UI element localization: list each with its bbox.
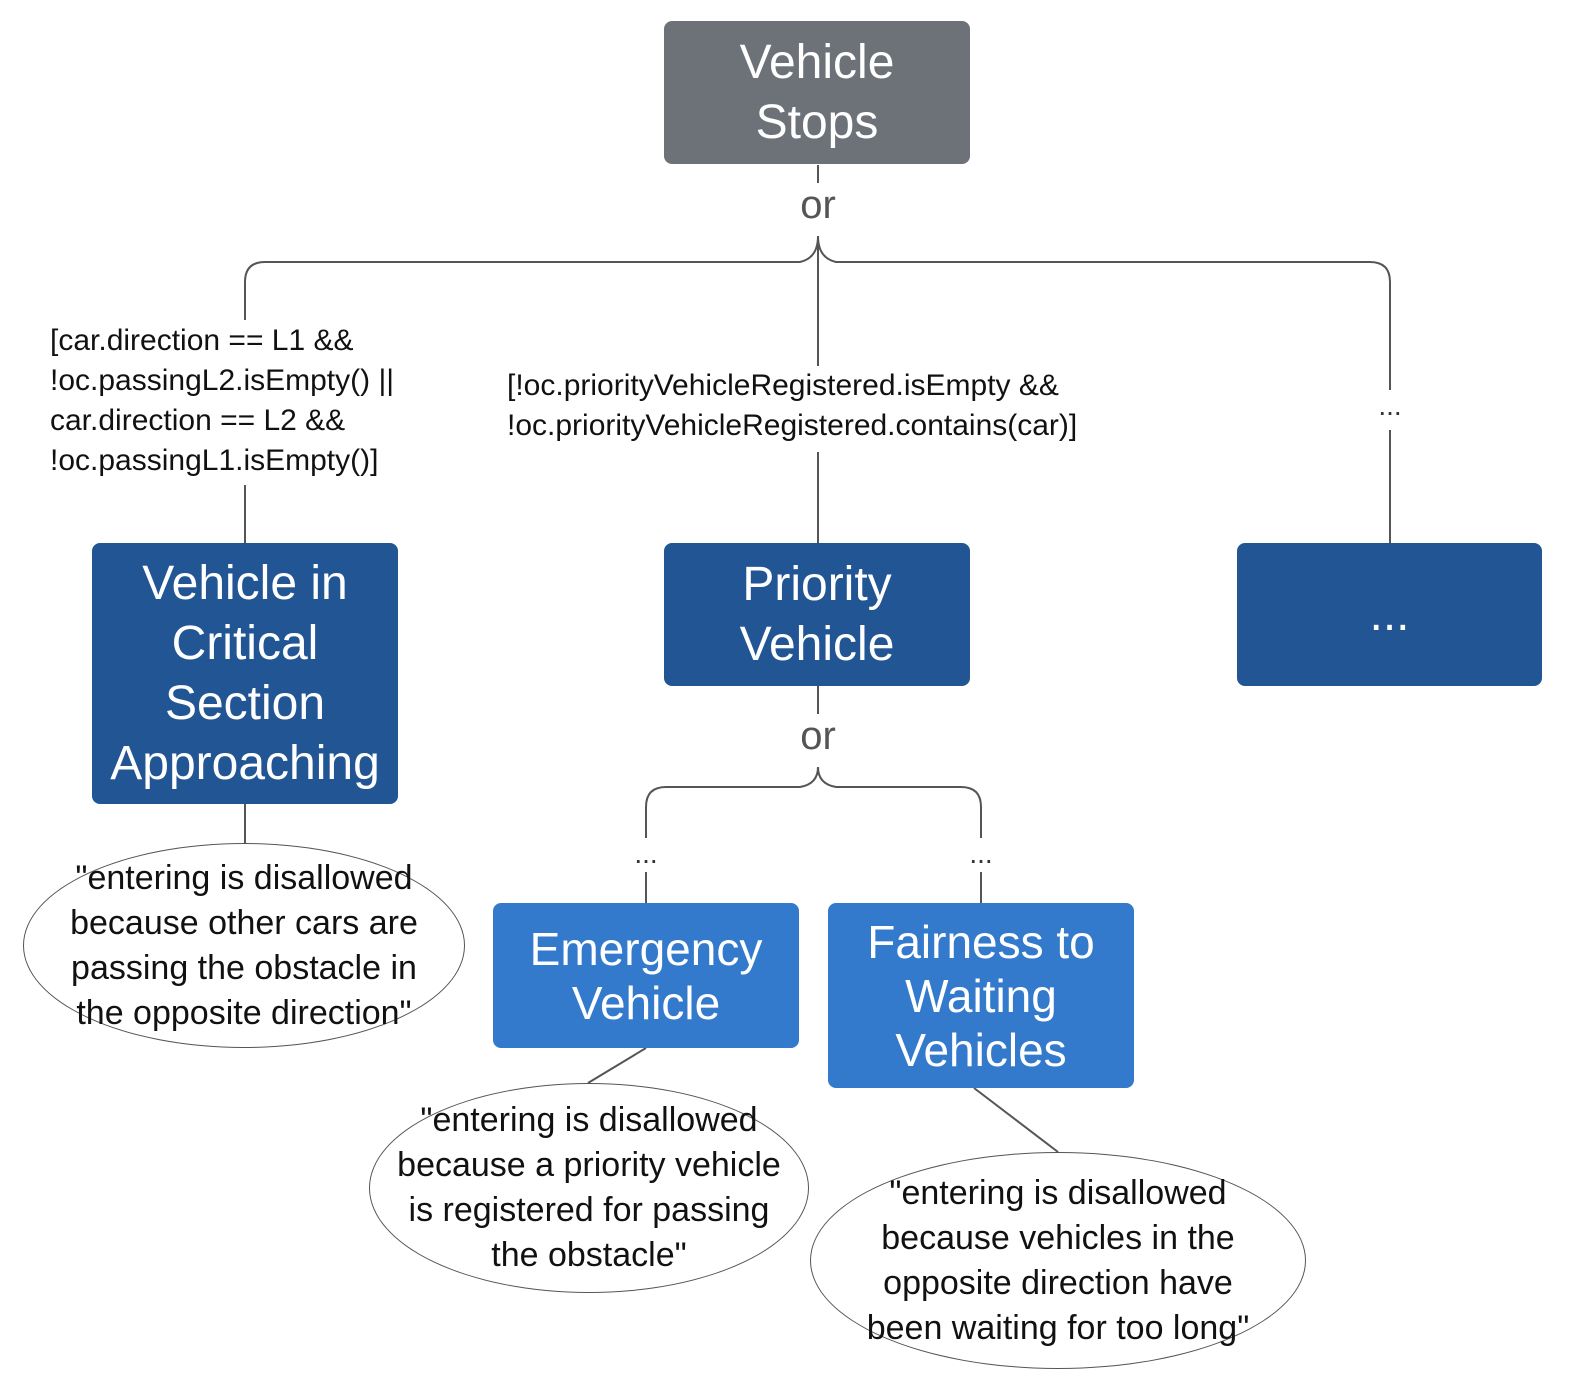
node-vehicle-stops: Vehicle Stops bbox=[664, 21, 970, 164]
node-other: ... bbox=[1237, 543, 1542, 686]
condition-priority-vehicle: [!oc.priorityVehicleRegistered.isEmpty &… bbox=[507, 366, 1147, 446]
node-fairness: Fairness to Waiting Vehicles bbox=[828, 903, 1134, 1088]
note-emergency-vehicle: "entering is disallowed because a priori… bbox=[369, 1083, 809, 1293]
condition-other: ... bbox=[1370, 390, 1410, 422]
condition-fairness: ... bbox=[961, 838, 1001, 870]
node-fairness-label: Fairness to Waiting Vehicles bbox=[867, 915, 1095, 1076]
node-vehicle-stops-label: Vehicle Stops bbox=[739, 35, 895, 149]
condition-critical-section: [car.direction == L1 && !oc.passingL2.is… bbox=[50, 321, 450, 481]
note-fairness: "entering is disallowed because vehicles… bbox=[810, 1152, 1306, 1369]
node-priority-vehicle-label: Priority Vehicle bbox=[739, 557, 895, 671]
node-critical-section-label: Vehicle in Critical Section Approaching bbox=[110, 556, 380, 790]
node-emergency-vehicle: Emergency Vehicle bbox=[493, 903, 799, 1048]
condition-emergency-vehicle: ... bbox=[626, 838, 666, 870]
node-critical-section: Vehicle in Critical Section Approaching bbox=[92, 543, 398, 804]
node-emergency-vehicle-label: Emergency Vehicle bbox=[529, 922, 763, 1029]
or-operator-priority: or bbox=[788, 714, 848, 759]
or-operator-root: or bbox=[788, 183, 848, 228]
node-other-label: ... bbox=[1369, 587, 1410, 641]
note-critical-section: "entering is disallowed because other ca… bbox=[23, 843, 465, 1048]
node-priority-vehicle: Priority Vehicle bbox=[664, 543, 970, 686]
